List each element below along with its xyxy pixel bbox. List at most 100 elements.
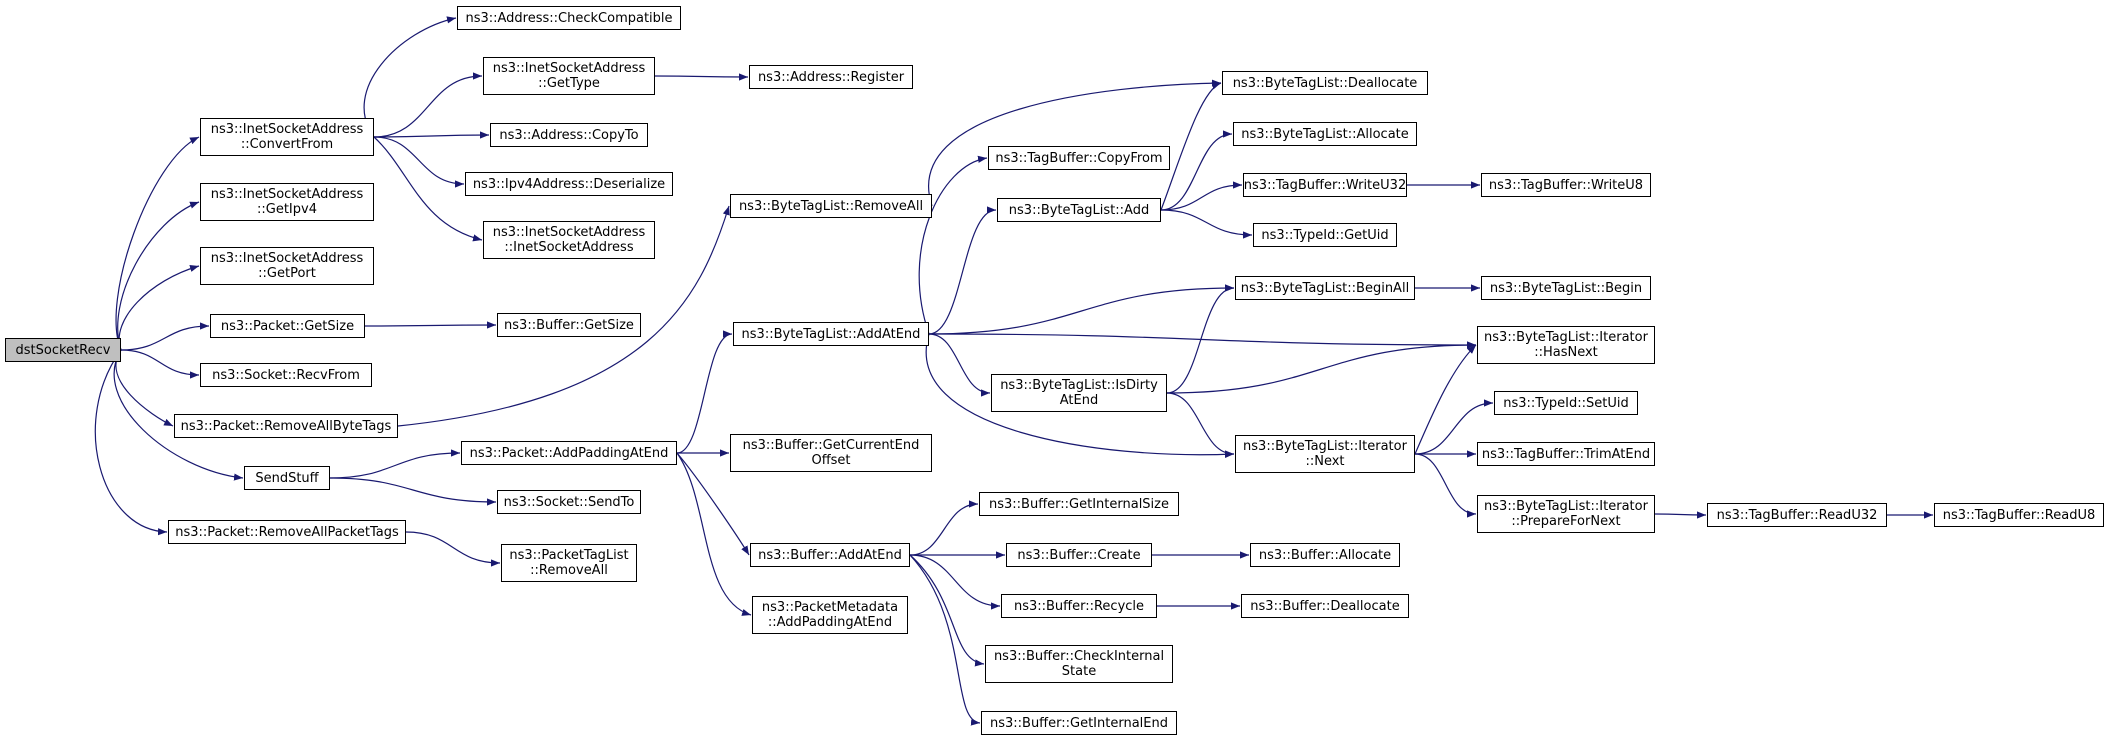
node-label-line: ::GetIpv4 — [257, 202, 317, 217]
node-read-u8[interactable]: ns3::TagBuffer::ReadU8 — [1934, 503, 2104, 527]
node-iter-next[interactable]: ns3::ByteTagList::Iterator::Next — [1235, 435, 1415, 473]
node-packet-get-size[interactable]: ns3::Packet::GetSize — [210, 314, 365, 338]
node-btladd[interactable]: ns3::ByteTagList::Add — [997, 198, 1161, 222]
edge-AddAtEnd-to-IsDirtyAtEnd — [928, 333, 991, 397]
node-label-line: ns3::Address::CheckCompatible — [465, 10, 673, 26]
node-add-padding-at-end[interactable]: ns3::Packet::AddPaddingAtEnd — [461, 441, 677, 465]
edge-BTLAdd-to-BTLDeallocate — [1160, 82, 1222, 211]
node-get-internal-size[interactable]: ns3::Buffer::GetInternalSize — [979, 492, 1179, 516]
edge-dstSocketRecv-to-SendStuff — [113, 349, 244, 481]
node-label-line: ns3::TagBuffer::WriteU8 — [1488, 177, 1644, 193]
edge-PacketGetSize-to-BufferGetSize — [364, 321, 497, 329]
node-get-internal-end[interactable]: ns3::Buffer::GetInternalEnd — [981, 711, 1177, 735]
edge-dstSocketRecv-to-GetIpv4 — [117, 201, 200, 351]
node-label-line: ns3::Packet::RemoveAllByteTags — [180, 418, 392, 434]
node-dst-socket-recv[interactable]: dstSocketRecv — [5, 338, 121, 362]
node-write-u32[interactable]: ns3::TagBuffer::WriteU32 — [1243, 173, 1407, 197]
node-pmadd-padding[interactable]: ns3::PacketMetadata::AddPaddingAtEnd — [752, 596, 908, 634]
node-send-to[interactable]: ns3::Socket::SendTo — [497, 490, 641, 514]
node-get-uid[interactable]: ns3::TypeId::GetUid — [1253, 223, 1397, 247]
node-label-line: ::RemoveAll — [530, 563, 608, 578]
node-begin[interactable]: ns3::ByteTagList::Begin — [1481, 276, 1651, 300]
node-label-line: ::GetPort — [258, 266, 316, 281]
node-label-line: ns3::Packet::RemoveAllPacketTags — [175, 524, 399, 540]
node-btlremove-all[interactable]: ns3::ByteTagList::RemoveAll — [730, 194, 932, 218]
node-label-line: ns3::TagBuffer::WriteU32 — [1243, 177, 1407, 193]
edge-dstSocketRecv-to-RecvFrom — [120, 349, 200, 379]
node-label-line: ns3::Address::CopyTo — [499, 127, 639, 143]
node-label-line: ns3::ByteTagList::AddAtEnd — [741, 326, 921, 342]
node-label-line: dstSocketRecv — [15, 342, 111, 358]
edge-PrepareForNext-to-ReadU32 — [1654, 511, 1707, 519]
node-get-type[interactable]: ns3::InetSocketAddress::GetType — [483, 57, 655, 95]
node-remove-all-packet-tags[interactable]: ns3::Packet::RemoveAllPacketTags — [168, 520, 406, 544]
node-label-line: ::GetType — [538, 76, 600, 91]
node-label-line: ns3::InetSocketAddress — [492, 225, 646, 240]
node-buffer-get-size[interactable]: ns3::Buffer::GetSize — [497, 313, 641, 337]
edge-RemoveAllPacketTags-to-PTLRemoveAll — [405, 531, 501, 567]
node-add-at-end[interactable]: ns3::ByteTagList::AddAtEnd — [733, 322, 929, 346]
edge-ConvertFrom-to-GetType — [373, 72, 483, 138]
edge-BufAddAtEnd-to-BufRecycle — [909, 554, 1001, 610]
node-btldeallocate[interactable]: ns3::ByteTagList::Deallocate — [1222, 71, 1428, 95]
node-begin-all[interactable]: ns3::ByteTagList::BeginAll — [1235, 276, 1415, 300]
edge-dstSocketRecv-to-ConvertFrom — [115, 136, 200, 351]
node-buf-recycle[interactable]: ns3::Buffer::Recycle — [1001, 594, 1157, 618]
node-copy-to[interactable]: ns3::Address::CopyTo — [490, 123, 648, 147]
edge-BufAddAtEnd-to-GetInternalEnd — [909, 554, 981, 726]
node-label-line: SendStuff — [255, 470, 319, 486]
node-label-line: ns3::ByteTagList::Deallocate — [1232, 75, 1418, 91]
node-label-line: ns3::Buffer::GetCurrentEnd — [742, 438, 920, 453]
node-label-line: ns3::Address::Register — [757, 69, 905, 85]
node-label-line: AtEnd — [1059, 393, 1099, 408]
node-convert-from[interactable]: ns3::InetSocketAddress::ConvertFrom — [200, 118, 374, 156]
node-label-line: ns3::ByteTagList::Iterator — [1484, 499, 1648, 514]
edge-BTLAdd-to-WriteU32 — [1160, 181, 1243, 211]
node-label-line: ns3::Buffer::CheckInternal — [993, 649, 1165, 664]
node-check-compatible[interactable]: ns3::Address::CheckCompatible — [457, 6, 681, 30]
node-copy-from[interactable]: ns3::TagBuffer::CopyFrom — [988, 146, 1170, 170]
edge-BufAddAtEnd-to-GetInternalSize — [909, 500, 979, 556]
node-label-line: ns3::Socket::SendTo — [503, 494, 635, 510]
edge-AddPaddingAtEnd-to-AddAtEnd — [676, 330, 733, 454]
node-buf-deallocate[interactable]: ns3::Buffer::Deallocate — [1241, 594, 1409, 618]
node-trim-at-end[interactable]: ns3::TagBuffer::TrimAtEnd — [1477, 442, 1655, 466]
node-label-line: ns3::ByteTagList::IsDirty — [1000, 378, 1158, 393]
node-send-stuff[interactable]: SendStuff — [244, 466, 330, 490]
node-set-uid[interactable]: ns3::TypeId::SetUid — [1494, 391, 1638, 415]
edge-RemoveAllByteTags-to-BTLRemoveAll — [397, 205, 730, 427]
node-write-u8[interactable]: ns3::TagBuffer::WriteU8 — [1481, 173, 1651, 197]
node-buf-allocate[interactable]: ns3::Buffer::Allocate — [1250, 543, 1400, 567]
edge-BTLAdd-to-GetUid — [1160, 209, 1253, 239]
node-label-line: ns3::ByteTagList::RemoveAll — [738, 198, 924, 214]
node-read-u32[interactable]: ns3::TagBuffer::ReadU32 — [1707, 503, 1887, 527]
node-register[interactable]: ns3::Address::Register — [749, 65, 913, 89]
edge-SendStuff-to-AddPaddingAtEnd — [329, 449, 461, 479]
edge-dstSocketRecv-to-GetPort — [118, 265, 200, 351]
edge-AddPaddingAtEnd-to-BufAddAtEnd — [676, 452, 750, 556]
node-has-next[interactable]: ns3::ByteTagList::Iterator::HasNext — [1477, 326, 1655, 364]
node-deserialize[interactable]: ns3::Ipv4Address::Deserialize — [465, 172, 673, 196]
node-prepare-for-next[interactable]: ns3::ByteTagList::Iterator::PrepareForNe… — [1477, 495, 1655, 533]
node-recv-from[interactable]: ns3::Socket::RecvFrom — [200, 363, 372, 387]
node-btlallocate[interactable]: ns3::ByteTagList::Allocate — [1233, 122, 1417, 146]
node-label-line: ns3::TagBuffer::ReadU32 — [1716, 507, 1878, 523]
node-label-line: ns3::TagBuffer::TrimAtEnd — [1481, 446, 1651, 462]
node-buf-create[interactable]: ns3::Buffer::Create — [1006, 543, 1152, 567]
node-get-ipv4[interactable]: ns3::InetSocketAddress::GetIpv4 — [200, 183, 374, 221]
node-get-port[interactable]: ns3::InetSocketAddress::GetPort — [200, 247, 374, 285]
node-ptlremove-all[interactable]: ns3::PacketTagList::RemoveAll — [501, 544, 637, 582]
edge-AddAtEnd-to-BTLAdd — [928, 206, 997, 335]
node-remove-all-byte-tags[interactable]: ns3::Packet::RemoveAllByteTags — [174, 414, 398, 438]
edge-ConvertFrom-to-CopyTo — [373, 131, 490, 139]
edge-AddAtEnd-to-BeginAll — [928, 284, 1235, 335]
node-buf-add-at-end[interactable]: ns3::Buffer::AddAtEnd — [750, 543, 910, 567]
node-label-line: ns3::InetSocketAddress — [210, 122, 364, 137]
node-inet-socket-address-ctor[interactable]: ns3::InetSocketAddress::InetSocketAddres… — [483, 221, 655, 259]
node-label-line: ns3::Buffer::GetInternalSize — [989, 496, 1169, 512]
node-label-line: ns3::InetSocketAddress — [210, 187, 364, 202]
